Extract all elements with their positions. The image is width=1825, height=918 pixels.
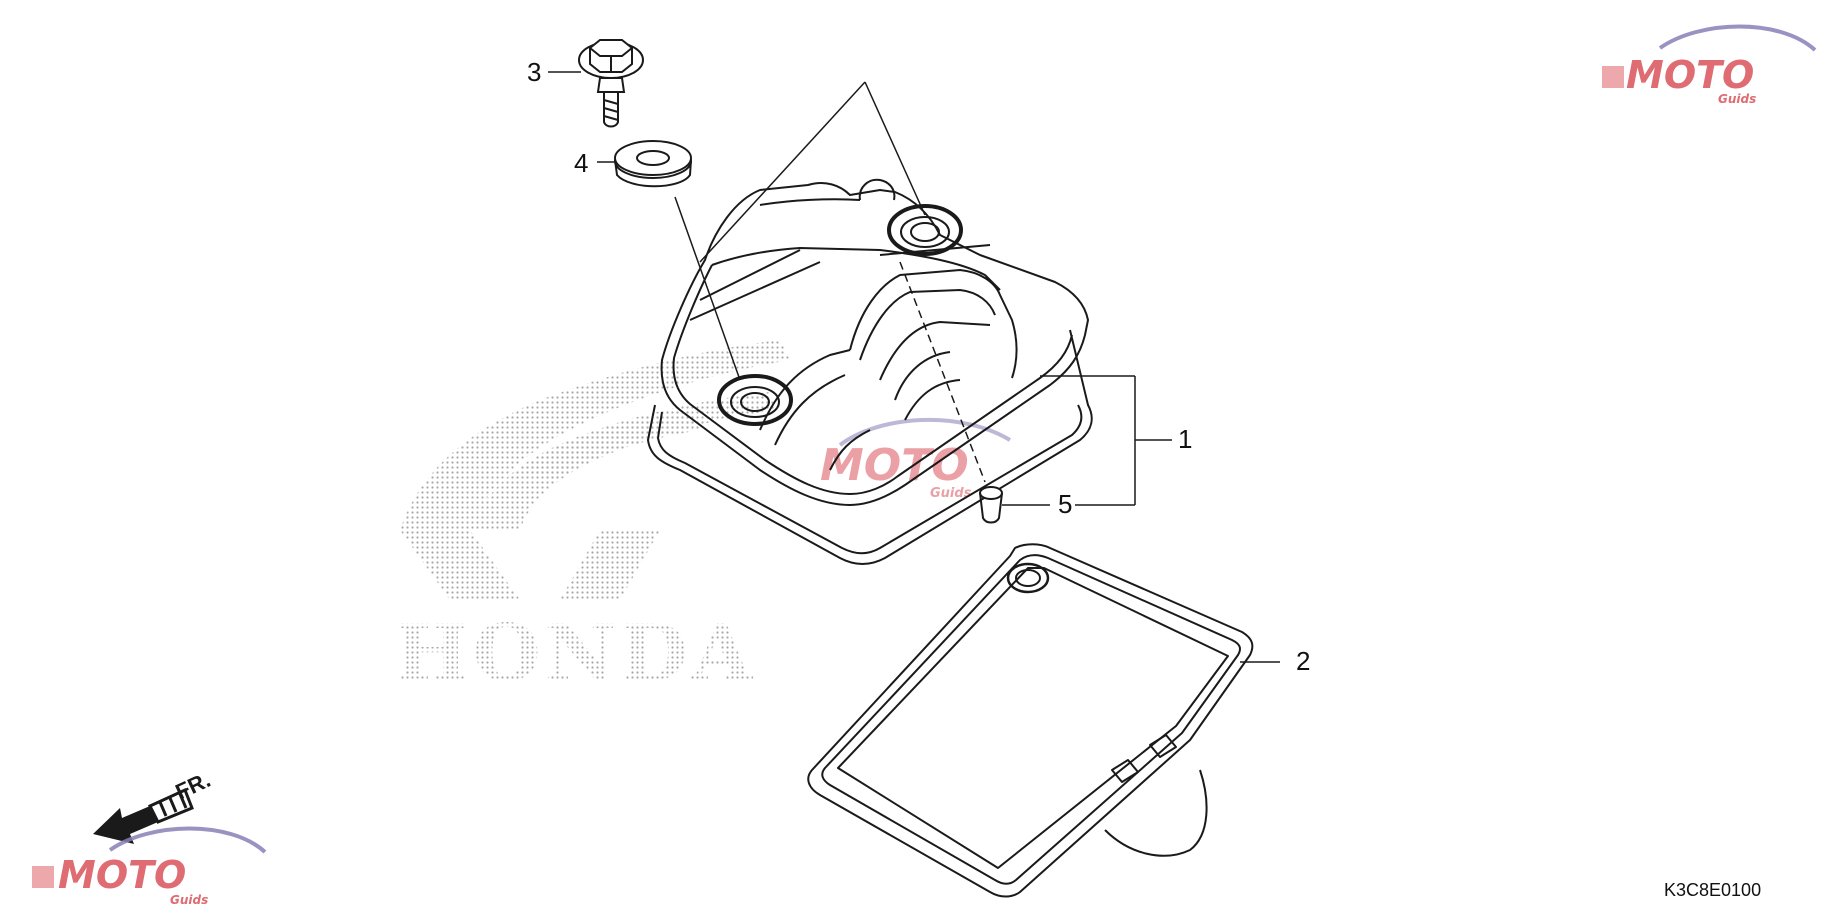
svg-text:MOTO: MOTO <box>820 440 969 491</box>
part-code: K3C8E0100 <box>1664 880 1761 900</box>
callout-1: 1 <box>1178 424 1192 454</box>
callout-3: 3 <box>527 57 541 87</box>
callout-4: 4 <box>574 148 588 178</box>
svg-text:Guids: Guids <box>930 486 972 501</box>
svg-text:MOTO: MOTO <box>1626 53 1754 97</box>
svg-text:Guids: Guids <box>170 893 208 907</box>
bolt-boss-front <box>717 374 793 426</box>
cylinder-head-cover-gasket <box>807 543 1254 898</box>
callout-2: 2 <box>1296 646 1310 676</box>
bottom-left-watermark-logo: MOTO Guids <box>32 826 267 907</box>
svg-text:MOTO: MOTO <box>58 853 186 897</box>
svg-text:Guids: Guids <box>1718 92 1756 106</box>
cylinder-head-cover <box>647 178 1093 565</box>
bolt-grommet <box>614 140 692 188</box>
honda-logo-text: HONDA <box>395 608 756 699</box>
dowel-pin <box>979 486 1003 524</box>
callout-5: 5 <box>1058 489 1072 519</box>
top-right-watermark-logo: MOTO Guids <box>1602 24 1817 106</box>
leader-lines <box>548 71 1280 663</box>
flange-bolt <box>578 39 644 128</box>
honda-wing-logo: HONDA <box>395 340 790 699</box>
front-direction-label: FR. <box>172 767 215 805</box>
center-watermark: MOTO Guids <box>820 417 1012 501</box>
bolt-boss-rear <box>887 204 963 256</box>
